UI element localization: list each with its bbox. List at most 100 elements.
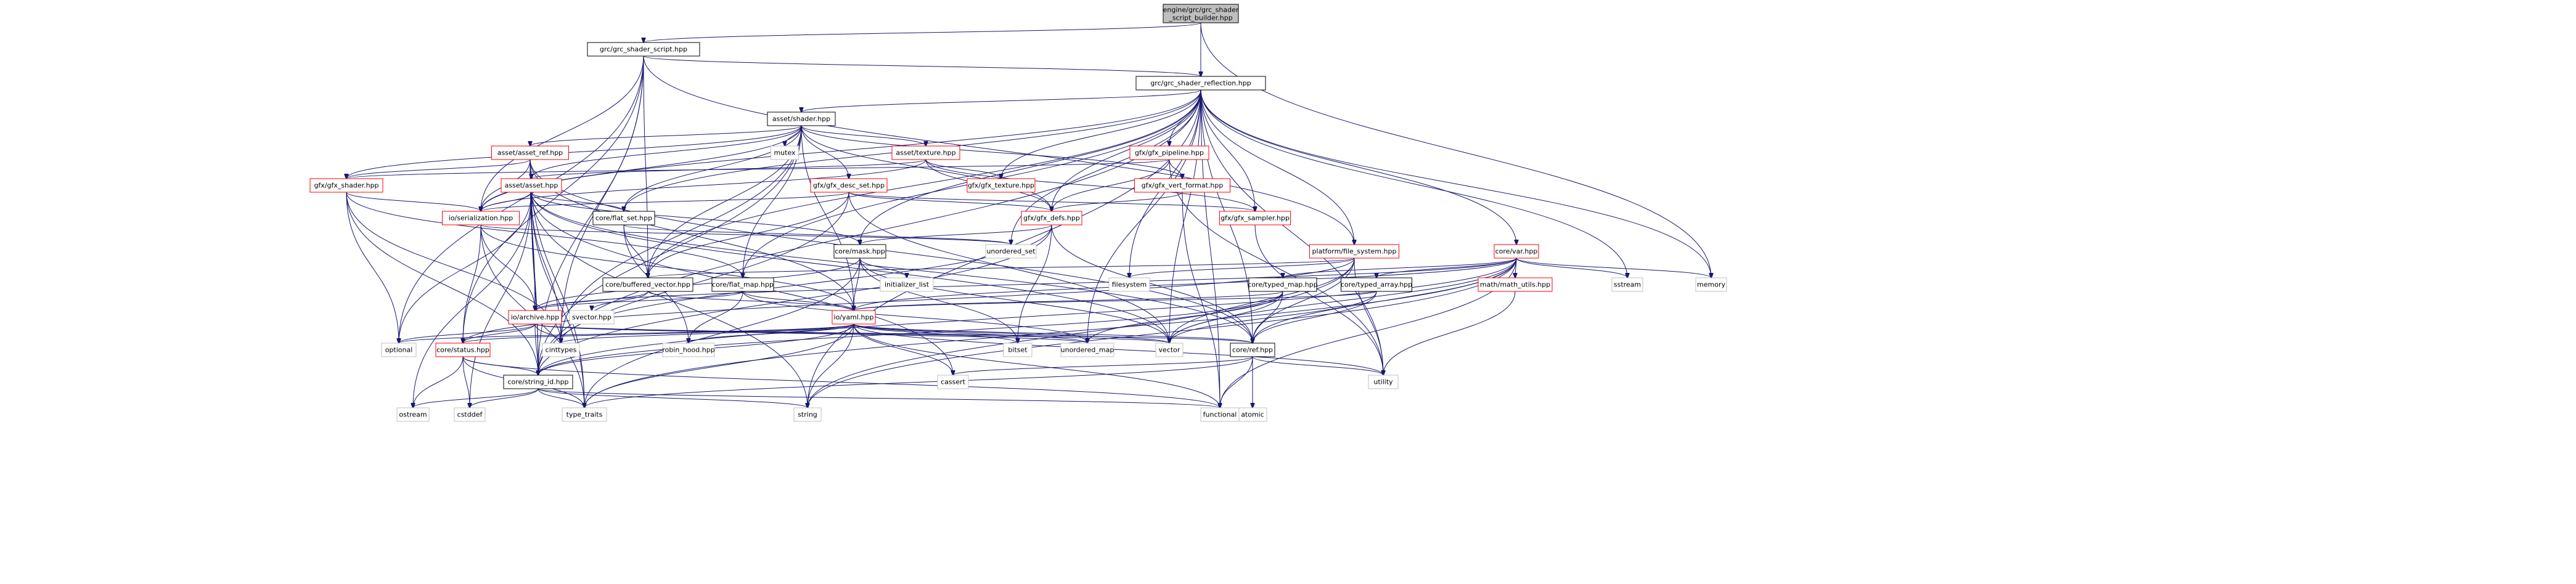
edge-shader-to-serialization: [481, 125, 802, 211]
node-var[interactable]: core/var.hpp: [1494, 244, 1539, 259]
nodes-layer: engine/grc/grc_shader_script_builder.hpp…: [309, 4, 1727, 422]
node-box: [937, 375, 969, 389]
node-root[interactable]: engine/grc/grc_shader_script_builder.hpp: [1163, 4, 1239, 23]
node-label: core/typed_array.hpp: [1341, 281, 1412, 289]
edge-desc_set-to-gfx_sampler: [848, 192, 1255, 211]
node-shader[interactable]: asset/shader.hpp: [767, 112, 836, 126]
node-box: [501, 178, 562, 193]
node-vector: vector: [1155, 343, 1184, 357]
node-label: unordered_map: [1061, 346, 1114, 354]
edge-desc_set-to-serialization: [481, 192, 849, 211]
node-gfx-shader[interactable]: gfx/gfx_shader.hpp: [309, 178, 383, 193]
node-typed-array[interactable]: core/typed_array.hpp: [1341, 277, 1412, 292]
node-pipeline[interactable]: gfx/gfx_pipeline.hpp: [1129, 145, 1209, 160]
node-label: robin_hood.hpp: [662, 346, 714, 354]
edge-yaml-to-cassert: [853, 323, 953, 375]
node-box: [435, 343, 491, 357]
edge-serialization-to-unordered_set: [480, 224, 1011, 245]
node-flat-map[interactable]: core/flat_map.hpp: [711, 277, 774, 292]
edge-refl-to-vector: [1169, 89, 1201, 343]
node-status[interactable]: core/status.hpp: [435, 343, 491, 357]
node-filesystem: filesystem: [1108, 277, 1150, 292]
edge-refl-to-gfx_sampler: [1200, 89, 1255, 211]
edge-serialization-to-yaml: [480, 224, 854, 310]
node-box: [587, 42, 700, 57]
edge-texture-to-asset: [531, 159, 926, 179]
node-archive[interactable]: io/archive.hpp: [508, 310, 562, 325]
node-file-system[interactable]: platform/file_system.hpp: [1309, 244, 1399, 259]
node-typed-map[interactable]: core/typed_map.hpp: [1248, 277, 1318, 292]
node-box: [985, 244, 1037, 259]
node-box: [967, 178, 1036, 193]
node-box: [767, 112, 836, 126]
edge-shader-to-asset_ref: [530, 125, 802, 146]
node-flat-set[interactable]: core/flat_set.hpp: [592, 211, 655, 225]
node-vert-format[interactable]: gfx/gfx_vert_format.hpp: [1134, 178, 1230, 193]
edge-file_system-to-ref: [1253, 258, 1355, 343]
node-label: unordered_set: [986, 248, 1036, 256]
edge-refl-to-unordered_map: [1087, 89, 1201, 343]
node-refl[interactable]: grc/grc_shader_reflection.hpp: [1135, 76, 1266, 91]
edge-yaml-to-bitset: [853, 323, 1018, 343]
edge-archive-to-status: [463, 323, 536, 343]
node-label: io/yaml.hpp: [834, 314, 874, 322]
edge-flat_map-to-yaml: [742, 291, 854, 310]
edge-string_id-to-type_traits: [538, 388, 584, 408]
edge-typed_array-to-yaml: [854, 291, 1377, 310]
node-desc-set[interactable]: gfx/gfx_desc_set.hpp: [810, 178, 888, 193]
edge-script-to-cinttypes: [561, 55, 644, 343]
edge-flat_map-to-archive: [535, 291, 743, 310]
node-ref[interactable]: core/ref.hpp: [1230, 343, 1275, 357]
edge-shader-to-flat_set: [624, 125, 802, 211]
edge-status-to-functional: [462, 356, 1220, 408]
edge-status-to-cstddef: [462, 356, 470, 408]
edge-refl-to-serialization: [481, 89, 1201, 211]
node-label: cassert: [941, 378, 966, 386]
edge-string_id-to-functional: [538, 388, 1220, 408]
edge-yaml-to-cinttypes: [561, 323, 854, 343]
edge-shader-to-yaml: [801, 125, 854, 310]
node-mask[interactable]: core/mask.hpp: [833, 244, 886, 259]
edge-archive-to-string_id: [534, 323, 538, 375]
node-script[interactable]: grc/grc_shader_script.hpp: [587, 42, 700, 57]
edge-yaml-to-string: [808, 323, 854, 408]
node-label: core/typed_map.hpp: [1248, 281, 1317, 289]
node-box: [1219, 211, 1291, 225]
node-utility: utility: [1368, 375, 1399, 389]
node-type-traits: type_traits: [562, 407, 607, 422]
edge-serialization-to-archive: [480, 224, 535, 310]
node-label: ostream: [399, 411, 427, 419]
node-asset[interactable]: asset/asset.hpp: [501, 178, 562, 193]
node-label: gfx/gfx_shader.hpp: [314, 182, 378, 190]
node-ostream: ostream: [396, 407, 430, 422]
node-robin-hood: robin_hood.hpp: [662, 343, 715, 357]
edge-refl-to-gfx_texture: [1001, 89, 1201, 179]
node-label: asset/asset_ref.hpp: [497, 149, 563, 157]
node-box: [503, 375, 573, 389]
node-yaml[interactable]: io/yaml.hpp: [832, 310, 876, 325]
node-functional: functional: [1200, 407, 1240, 422]
node-optional: optional: [381, 343, 417, 357]
edge-asset-to-archive: [531, 192, 535, 310]
edge-ref-to-functional: [1220, 356, 1253, 408]
node-buffered-vector[interactable]: core/buffered_vector.hpp: [602, 277, 693, 292]
node-asset-ref[interactable]: asset/asset_ref.hpp: [491, 145, 569, 160]
node-serialization[interactable]: io/serialization.hpp: [442, 211, 520, 225]
node-string-id[interactable]: core/string_id.hpp: [503, 375, 573, 389]
node-label: core/flat_set.hpp: [595, 214, 652, 222]
edge-archive-to-ref: [534, 323, 1253, 343]
node-texture[interactable]: asset/texture.hpp: [891, 145, 960, 160]
edge-math_utils-to-utility: [1383, 291, 1516, 375]
node-gfx-sampler[interactable]: gfx/gfx_sampler.hpp: [1219, 211, 1291, 225]
node-math-utils[interactable]: math/math_utils.hpp: [1478, 277, 1553, 292]
node-label: filesystem: [1112, 281, 1147, 289]
node-box: [454, 407, 486, 422]
node-gfx-defs[interactable]: gfx/gfx_defs.hpp: [1021, 211, 1082, 225]
node-gfx-texture[interactable]: gfx/gfx_texture.hpp: [967, 178, 1036, 193]
node-label: gfx/gfx_texture.hpp: [968, 182, 1034, 190]
node-label: io/serialization.hpp: [449, 214, 513, 222]
edge-gfx_shader-to-serialization: [346, 192, 481, 211]
node-label: math/math_utils.hpp: [1480, 281, 1550, 289]
node-label: platform/file_system.hpp: [1312, 248, 1397, 256]
node-box: [592, 211, 655, 225]
